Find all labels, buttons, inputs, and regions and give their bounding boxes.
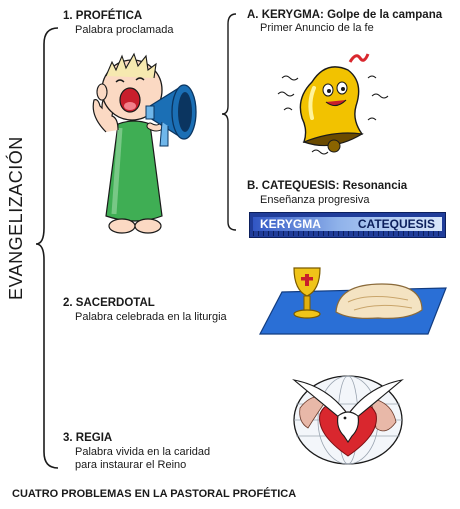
- dove-heart-globe-icon: [292, 375, 404, 465]
- chalice-bread-icon: [259, 267, 447, 335]
- ruler-right-label: CATEQUESIS: [357, 217, 435, 231]
- ruler-left-label: KERYGMA: [260, 217, 321, 231]
- subsection-b-subtitle: Enseñanza progresiva: [260, 194, 370, 206]
- section-3-subtitle-line-2: para instaurar el Reino: [75, 459, 187, 471]
- ringing-bell-icon: [277, 53, 389, 155]
- footer-title: CUATRO PROBLEMAS EN LA PASTORAL PROFÉTIC…: [12, 488, 297, 500]
- section-1-subtitle: Palabra proclamada: [75, 24, 174, 36]
- section-3-heading: 3. REGIA: [63, 432, 113, 444]
- section-3-subtitle-line-1: Palabra vivida en la caridad: [75, 446, 211, 458]
- shouting-child-megaphone-icon: [92, 52, 197, 234]
- section-1-heading: 1. PROFÉTICA: [63, 10, 143, 22]
- subsection-a-heading: A. KERYGMA: Golpe de la campana: [247, 9, 443, 21]
- section-2-heading: 2. SACERDOTAL: [63, 297, 155, 309]
- subsection-b-heading: B. CATEQUESIS: Resonancia: [247, 180, 408, 192]
- subsection-a-subtitle: Primer Anuncio de la fe: [260, 22, 374, 34]
- kerygma-catequesis-ruler: KERYGMA CATEQUESIS: [249, 212, 446, 238]
- section-2-subtitle: Palabra celebrada en la liturgia: [75, 311, 227, 323]
- sub-brace: [221, 13, 237, 231]
